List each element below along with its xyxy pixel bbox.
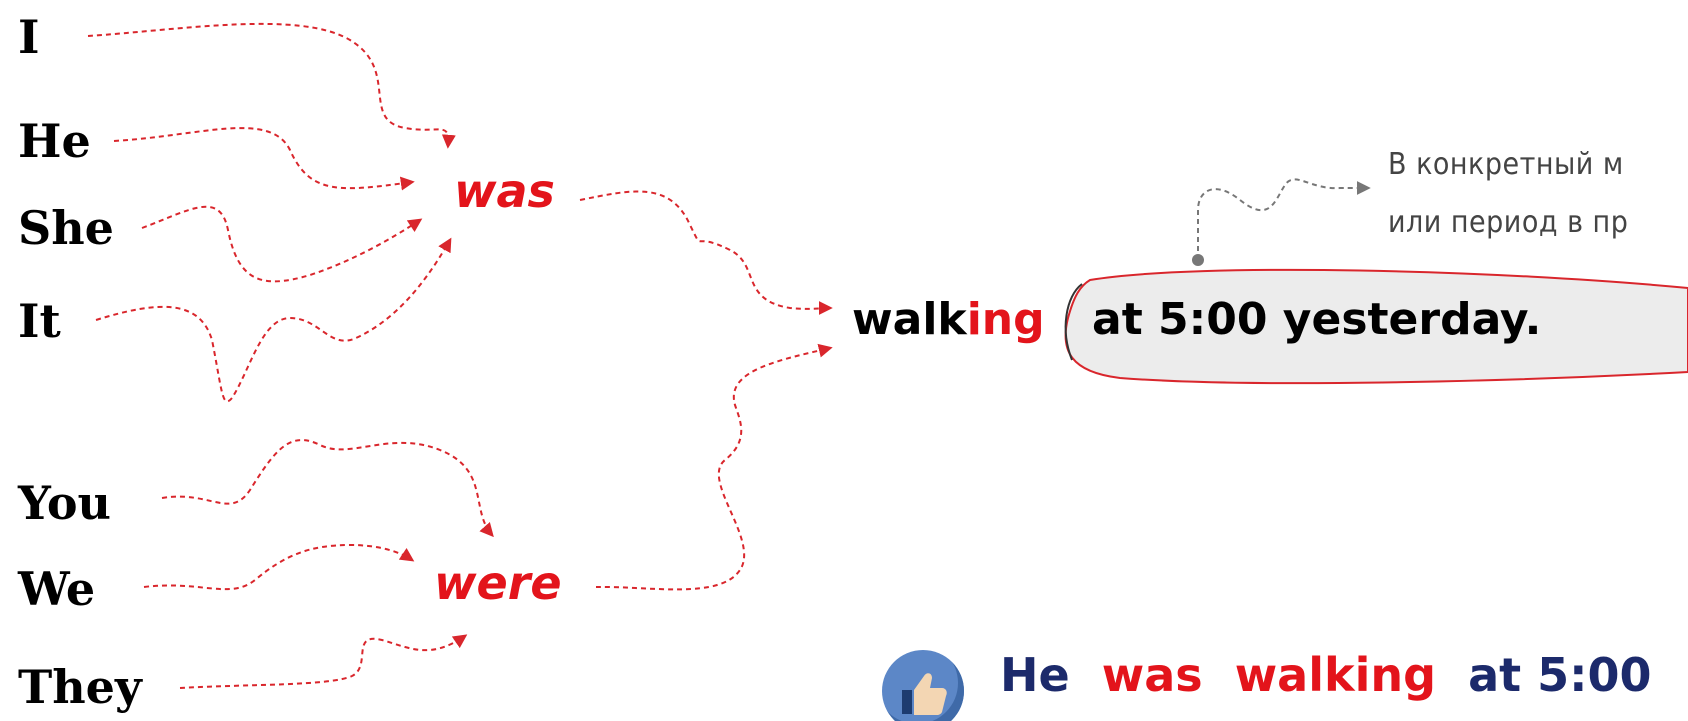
arrow-it-to-was <box>95 237 452 403</box>
example-rest: at 5:00 <box>1468 648 1652 702</box>
arrow-we-to-were <box>143 543 415 591</box>
arrow-she-to-was <box>141 205 423 283</box>
pronoun-i: I <box>18 10 40 64</box>
arrow-you-to-were <box>161 439 494 538</box>
pronoun-it: It <box>18 294 61 348</box>
example-sentence: He was walking at 5:00 <box>1000 652 1652 698</box>
arrow-were-to-walking <box>595 343 833 591</box>
aux-were: were <box>434 556 562 610</box>
thumbs-up-icon <box>882 650 964 721</box>
time-phrase: at 5:00 yesterday. <box>1092 294 1542 345</box>
pronoun-he: He <box>18 114 91 168</box>
note-line-2: или период в пр <box>1388 205 1629 240</box>
example-aux: was <box>1101 648 1203 702</box>
pronoun-she: She <box>18 201 114 255</box>
note-line-1: В конкретный м <box>1388 147 1624 182</box>
arrow-i-to-was <box>87 22 456 149</box>
note-connector <box>1197 178 1371 260</box>
thumbs-up-glyph <box>902 673 947 715</box>
aux-was: was <box>454 164 555 218</box>
arrow-was-to-walking <box>579 190 833 316</box>
verb-stem: walk <box>852 294 967 345</box>
verb-ending: ing <box>966 294 1045 345</box>
bubble-left-bracket <box>1064 283 1083 361</box>
arrow-he-to-was <box>113 127 415 191</box>
example-verb: walking <box>1234 648 1437 702</box>
pronoun-we: We <box>18 562 96 616</box>
pronoun-they: They <box>18 660 142 714</box>
pronoun-you: You <box>18 476 111 530</box>
example-subject: He <box>1000 648 1070 702</box>
main-verb: walking <box>852 298 1045 342</box>
arrow-they-to-were <box>179 634 468 689</box>
